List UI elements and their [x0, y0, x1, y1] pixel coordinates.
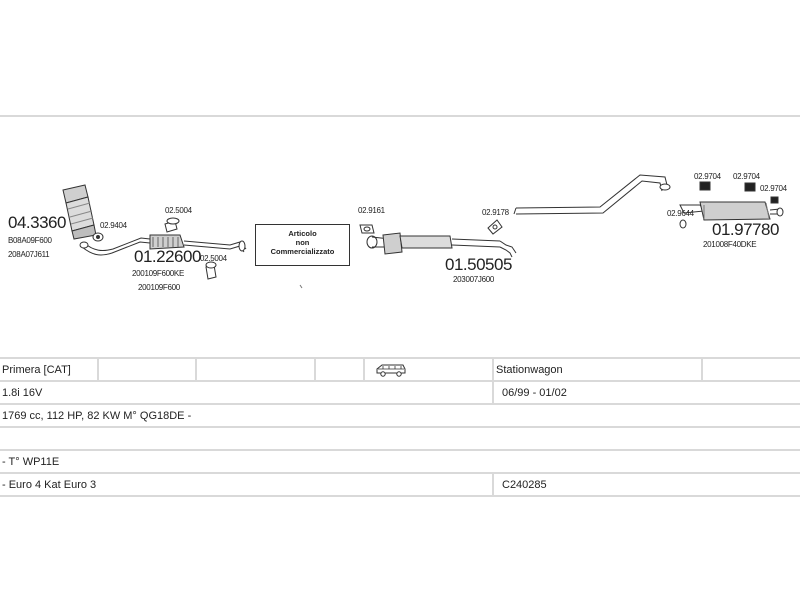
clamp-b-icon: [205, 261, 217, 280]
notice-line-2: non: [295, 238, 310, 247]
table-row: 1769 cc, 112 HP, 82 KW M° QG18DE -: [0, 403, 800, 427]
table-row: Primera [CAT] Stationwagon: [0, 357, 800, 381]
table-row: [0, 426, 800, 450]
middle-silencer-ref1: 203007J600: [453, 275, 495, 284]
vehicle-spec-table: Primera [CAT] Stationwagon 1.8i 16V 06/9…: [0, 357, 800, 497]
model-cell: Primera [CAT]: [0, 357, 99, 381]
catalytic-converter-icon: [62, 184, 97, 240]
rear-silencer-icon: [679, 201, 784, 221]
empty-cell: [98, 357, 197, 381]
front-gasket-icon: [92, 232, 104, 242]
table-row: - T° WP11E: [0, 449, 800, 473]
catalog-code-cell: C240285: [493, 472, 800, 497]
front-pipe-code: 01.22600: [134, 247, 201, 266]
empty-row-cell: [0, 426, 800, 450]
top-divider: [0, 115, 800, 117]
cat-converter-ref2: 208A07J611: [8, 250, 50, 259]
rear-hanger-1-code: 02.9704: [694, 172, 721, 181]
stray-mark: [299, 284, 303, 289]
rear-silencer-ref1: 201008F40DKE: [703, 240, 757, 249]
middle-hanger-code: 02.9178: [482, 208, 509, 217]
empty-cell: [196, 357, 316, 381]
middle-silencer-icon: [366, 232, 517, 258]
notice-line-3: Commercializzato: [270, 247, 335, 256]
rear-hanger-2-code: 02.9704: [733, 172, 760, 181]
clamp-a-code: 02.5004: [165, 206, 192, 215]
cat-converter-code: 04.3360: [8, 213, 66, 232]
empty-cell: [315, 357, 365, 381]
clamp-b-code: 02.5004: [200, 254, 227, 263]
body-cell: Stationwagon: [493, 357, 703, 381]
engine-cell: 1.8i 16V: [0, 380, 494, 404]
front-pipe-ref2: 200109F600: [138, 283, 180, 292]
front-pipe-icon: [79, 234, 247, 256]
body-icon-cell: [364, 357, 494, 381]
middle-silencer-code: 01.50505: [445, 255, 512, 274]
rear-pipe-icon: [513, 174, 671, 215]
exhaust-diagram: 04.3360 B08A09F600 208A07J611 02.9404 02…: [0, 117, 800, 357]
type-cell: - T° WP11E: [0, 449, 800, 473]
details-cell: 1769 cc, 112 HP, 82 KW M° QG18DE -: [0, 403, 800, 427]
not-sold-notice: Articolo non Commercializzato: [255, 224, 350, 266]
station-wagon-icon: [376, 364, 406, 377]
front-gasket-code: 02.9404: [100, 221, 127, 230]
middle-gasket-icon: [359, 224, 375, 234]
middle-hanger-icon: [487, 219, 503, 235]
middle-gasket-code: 02.9161: [358, 206, 385, 215]
rear-hanger-3-code: 02.9704: [760, 184, 787, 193]
exhaust-drawing: [62, 174, 784, 289]
empty-cell: [702, 357, 800, 381]
cat-converter-ref1: B08A09F600: [8, 236, 52, 245]
front-pipe-ref1: 200109F600KE: [132, 269, 185, 278]
notice-line-1: Articolo: [288, 229, 317, 238]
rear-ring-code: 02.9644: [667, 209, 694, 218]
period-cell: 06/99 - 01/02: [493, 380, 800, 404]
table-row: 1.8i 16V 06/99 - 01/02: [0, 380, 800, 404]
rear-silencer-code: 01.97780: [712, 220, 779, 239]
emission-cell: - Euro 4 Kat Euro 3: [0, 472, 494, 497]
rear-hanger-icons: [679, 181, 779, 229]
clamp-a-icon: [164, 217, 180, 233]
table-row: - Euro 4 Kat Euro 3 C240285: [0, 472, 800, 497]
